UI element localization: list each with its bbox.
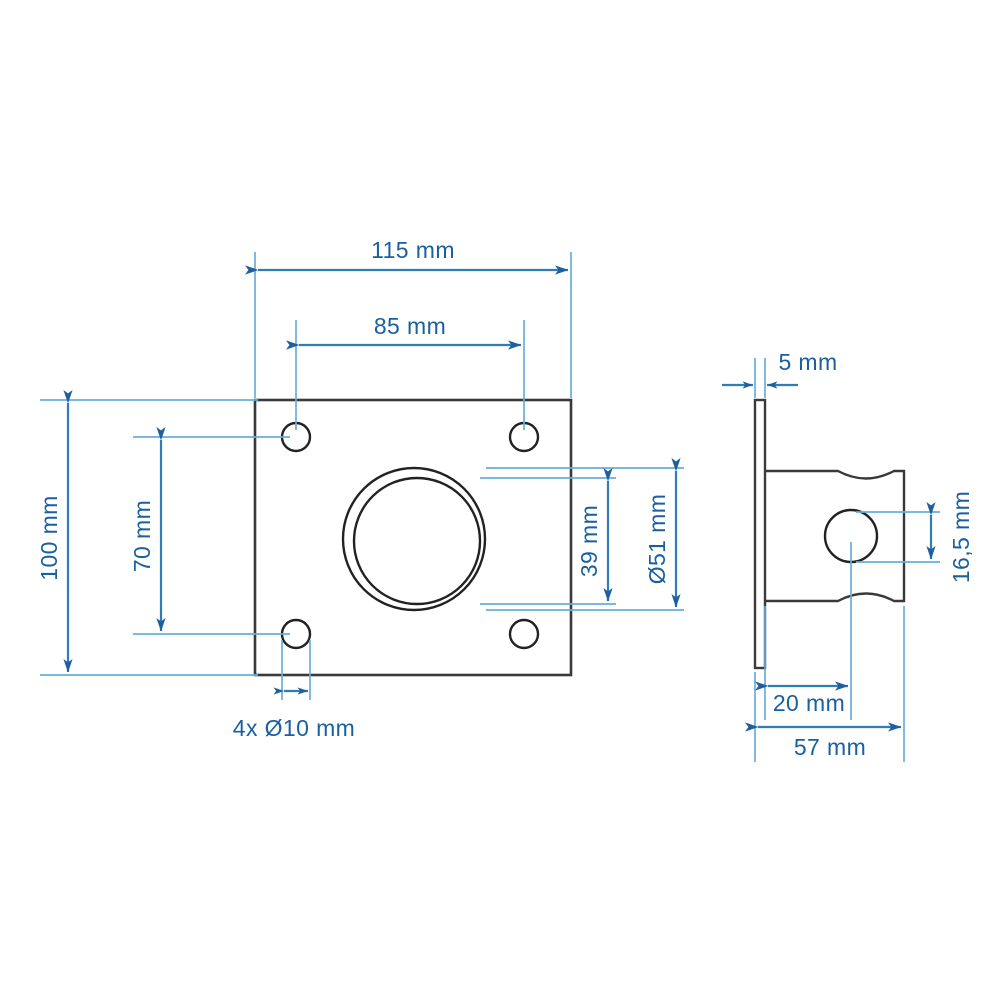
boss-inner-circle xyxy=(352,476,482,606)
boss-outer-circle xyxy=(341,466,487,612)
dim-label-mounting-holes: 4x Ø10 mm xyxy=(233,715,355,741)
side-view-group xyxy=(753,398,906,670)
front-dimension-lines xyxy=(63,265,681,695)
side-flange-plate xyxy=(753,398,767,670)
dim-label-side-hole-offset: 20 mm xyxy=(773,690,845,716)
dim-label-total-depth: 57 mm xyxy=(794,734,866,760)
front-extension-lines xyxy=(40,252,684,700)
dim-label-boss-outer-diameter: Ø51 mm xyxy=(644,494,670,585)
side-boss-profile xyxy=(765,469,906,603)
mounting-hole-bottom-right xyxy=(508,618,540,650)
dim-label-hole-pitch-vertical: 70 mm xyxy=(129,500,155,572)
dim-label-plate-height: 100 mm xyxy=(36,495,62,580)
front-view-group xyxy=(253,398,573,677)
dim-label-side-hole-diameter: 16,5 mm xyxy=(948,491,974,583)
dim-label-boss-inner-diameter: 39 mm xyxy=(576,505,602,577)
side-dimension-lines xyxy=(722,381,936,732)
dim-label-plate-thickness: 5 mm xyxy=(778,349,837,375)
dim-label-hole-pitch-horizontal: 85 mm xyxy=(374,313,446,339)
dim-label-plate-width: 115 mm xyxy=(371,237,455,263)
front-plate-outline xyxy=(253,398,573,677)
